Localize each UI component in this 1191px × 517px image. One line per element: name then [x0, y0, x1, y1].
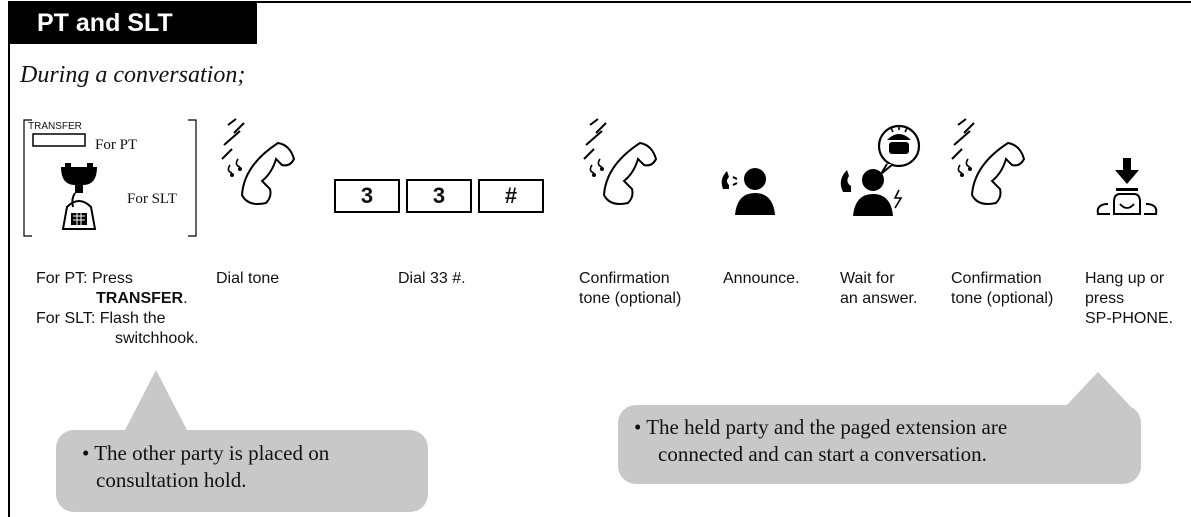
step1-pt-period: . [183, 290, 188, 307]
hang-up-icon [1096, 158, 1158, 215]
dial-key-hash: # [478, 179, 544, 213]
step8-line3: SP-PHONE. [1085, 310, 1174, 327]
left-note-pointer [124, 370, 188, 432]
step8-line1: Hang up or [1085, 270, 1165, 287]
instruction-subtitle: During a conversation; [20, 62, 246, 88]
step6-line1: Wait for [840, 270, 895, 287]
handset-tone-icon [583, 118, 658, 205]
dial-key-3b: 3 [406, 179, 472, 213]
section-title: PT and SLT [37, 8, 173, 37]
right-note-line2: connected and can start a conversation. [658, 442, 987, 466]
step1-slt-line2: switchhook. [115, 330, 199, 347]
step8-line2: press [1085, 290, 1125, 307]
step7-line1: Confirmation [951, 270, 1042, 287]
step1-slt-line1: For SLT: Flash the [36, 310, 166, 327]
step1-caption: For PT: Press TRANSFER. For SLT: Flash t… [36, 269, 199, 349]
step5-caption: Announce. [723, 270, 800, 287]
page-frame [8, 1, 1191, 517]
for-pt-label: For PT [95, 137, 138, 153]
left-note-bubble: • The other party is placed on consultat… [56, 430, 428, 512]
person-waiting-icon [840, 124, 921, 216]
transfer-options-bracket [23, 119, 197, 237]
dial-key-3a: 3 [334, 179, 400, 213]
handset-tone-icon [951, 118, 1026, 205]
slt-phone-icon [61, 163, 97, 230]
step6-line2: an answer. [840, 290, 918, 307]
step4-caption: Confirmation tone (optional) [579, 269, 681, 309]
left-note-line2: consultation hold. [96, 468, 247, 492]
transfer-key-icon [32, 133, 86, 147]
transfer-key-label: TRANSFER [28, 121, 82, 132]
for-slt-label: For SLT [127, 191, 177, 207]
step7-caption: Confirmation tone (optional) [951, 269, 1053, 309]
right-note-line1: • The held party and the paged extension… [634, 415, 1008, 439]
step1-pt-prefix: For PT: Press [36, 270, 133, 287]
step7-line2: tone (optional) [951, 290, 1054, 307]
left-note-line1: • The other party is placed on [82, 441, 330, 465]
step1-transfer-key: TRANSFER [96, 290, 184, 307]
step3-caption: Dial 33 #. [398, 270, 466, 287]
step4-line1: Confirmation [579, 270, 670, 287]
step8-caption: Hang up or press SP-PHONE. [1085, 269, 1173, 329]
right-note-bubble: • The held party and the paged extension… [618, 405, 1141, 484]
step6-caption: Wait for an answer. [840, 269, 917, 309]
right-note-pointer [1064, 372, 1132, 408]
step4-line2: tone (optional) [579, 290, 682, 307]
step2-caption: Dial tone [216, 270, 280, 287]
person-speaking-icon [721, 168, 775, 215]
section-header: PT and SLT [9, 2, 257, 44]
handset-tone-icon [221, 118, 296, 205]
